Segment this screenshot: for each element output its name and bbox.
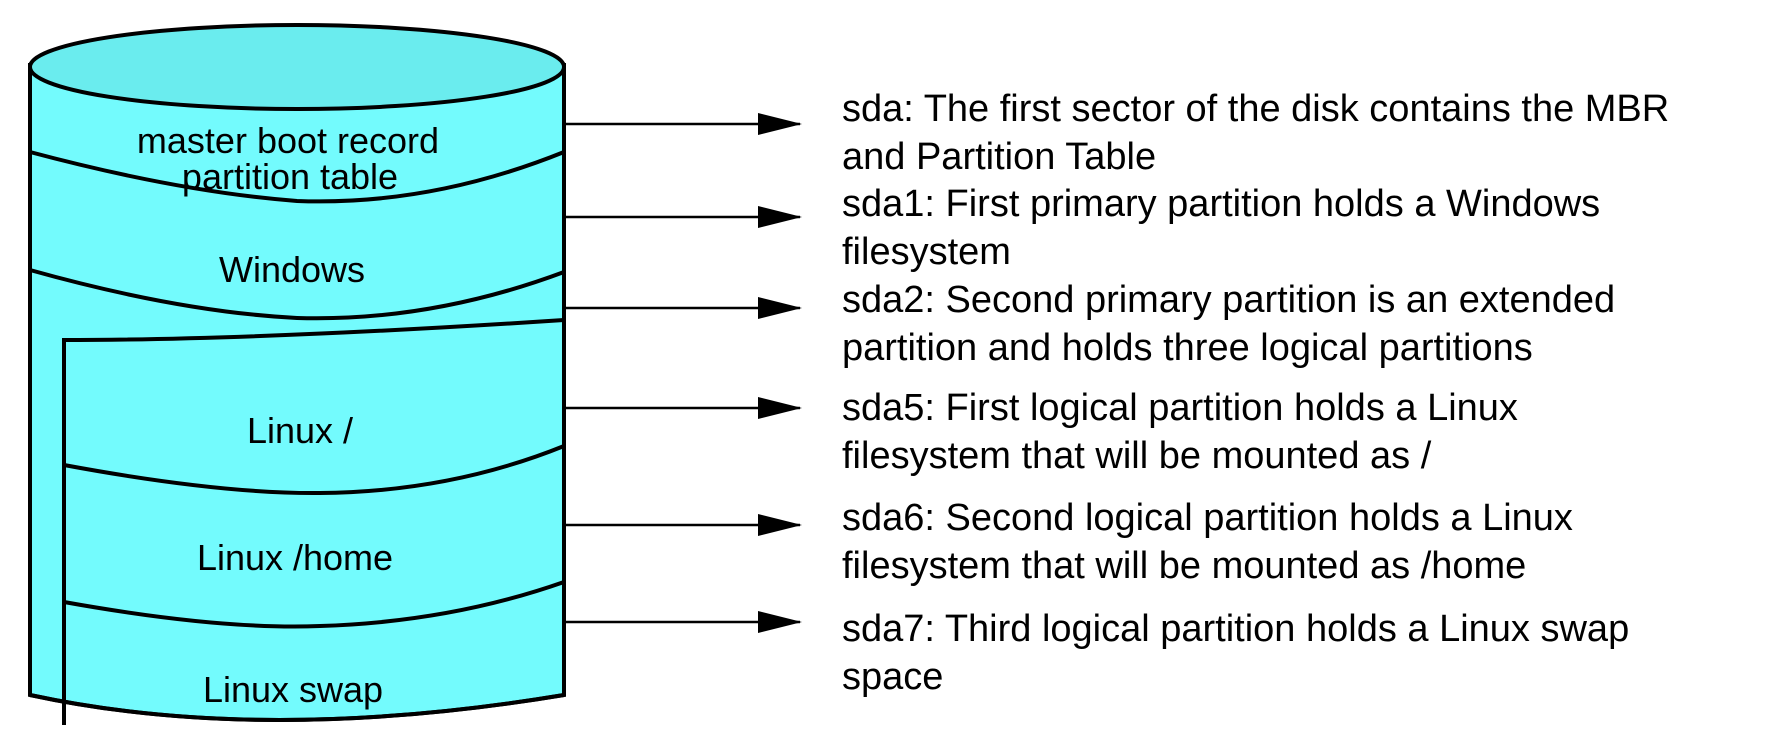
description-sda: sda: The first sector of the disk contai… — [842, 85, 1762, 181]
segment-label-linux-swap: Linux swap — [203, 669, 383, 710]
divider-home-swap — [63, 580, 565, 629]
description-sda6: sda6: Second logical partition holds a L… — [842, 494, 1762, 590]
description-sda2: sda2: Second primary partition is an ext… — [842, 276, 1762, 372]
description-sda2-line1: sda2: Second primary partition is an ext… — [842, 279, 1616, 321]
description-sda1-line2: filesystem — [842, 231, 1011, 273]
description-sda7-line1: sda7: Third logical partition holds a Li… — [842, 608, 1630, 650]
segment-label-windows: Windows — [219, 249, 365, 290]
divider-mbr-windows — [29, 150, 565, 204]
description-sda7: sda7: Third logical partition holds a Li… — [842, 605, 1762, 701]
segment-label-linux-home: Linux /home — [197, 537, 393, 578]
description-sda-line2: and Partition Table — [842, 136, 1157, 178]
description-sda-line1: sda: The first sector of the disk contai… — [842, 88, 1670, 130]
description-sda1: sda1: First primary partition holds a Wi… — [842, 180, 1762, 276]
disk-cylinder-bottom — [29, 693, 565, 722]
disk-cylinder-top — [28, 23, 566, 111]
divider-windows-extended — [29, 268, 565, 321]
segment-label-linux-root: Linux / — [247, 410, 353, 451]
description-sda5-line2: filesystem that will be mounted as / — [842, 435, 1432, 477]
segment-label-mbr-line2: partition table — [182, 156, 398, 197]
description-sda1-line1: sda1: First primary partition holds a Wi… — [842, 183, 1601, 225]
description-sda7-line2: space — [842, 656, 944, 698]
description-sda5-line1: sda5: First logical partition holds a Li… — [842, 387, 1518, 429]
description-sda6-line2: filesystem that will be mounted as /home — [842, 545, 1527, 587]
description-sda2-line2: partition and holds three logical partit… — [842, 327, 1533, 369]
description-sda6-line1: sda6: Second logical partition holds a L… — [842, 497, 1573, 539]
segment-label-mbr-line1: master boot record — [137, 120, 439, 161]
extended-partition-border — [62, 318, 565, 725]
divider-root-home — [63, 444, 565, 496]
description-sda5: sda5: First logical partition holds a Li… — [842, 384, 1762, 480]
